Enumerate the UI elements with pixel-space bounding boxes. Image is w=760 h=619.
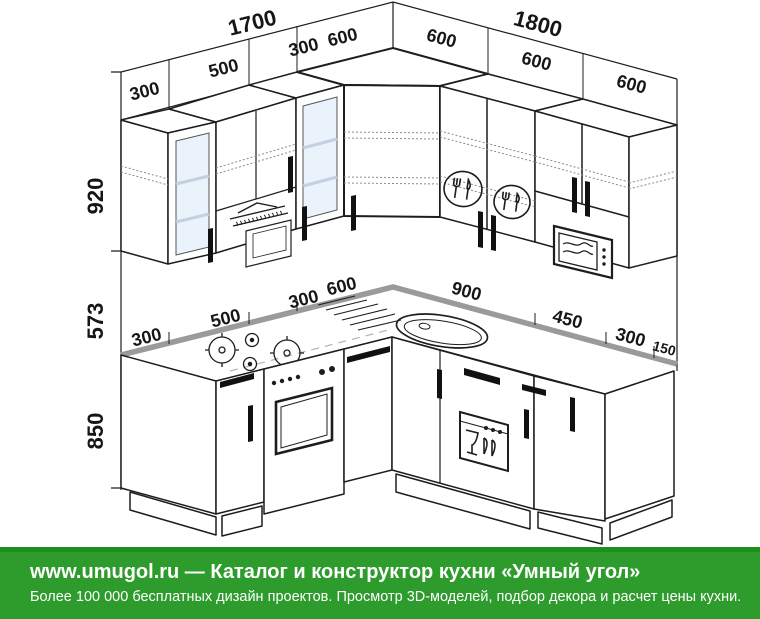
drainer-grooves bbox=[317, 295, 402, 331]
microwave-screen bbox=[558, 232, 598, 271]
door-handle bbox=[437, 369, 442, 399]
kitchen-axonometric-drawing: 1700 1800 300 500 300 600 600 600 600 92… bbox=[83, 1, 678, 545]
glass-shelf-lines-right bbox=[302, 137, 338, 188]
upper-right-cab2-splits bbox=[534, 124, 630, 218]
dishwasher bbox=[459, 368, 509, 473]
glass-panel-right bbox=[302, 96, 338, 220]
door-handle bbox=[572, 177, 577, 213]
sink bbox=[395, 313, 489, 349]
wine-glass-icon bbox=[465, 429, 479, 456]
fork-icon bbox=[452, 177, 462, 199]
height-ticks bbox=[111, 71, 121, 489]
oven-knobs bbox=[271, 366, 335, 386]
door-handle bbox=[208, 228, 213, 263]
dim-counter-right-4: 150 bbox=[651, 337, 678, 359]
plinth-450 bbox=[537, 511, 603, 545]
open-niche bbox=[245, 219, 292, 268]
sink-bowl bbox=[395, 313, 489, 349]
handles bbox=[208, 156, 590, 442]
drawer-strip bbox=[220, 373, 254, 388]
dim-height-gap: 573 bbox=[83, 303, 108, 340]
microwave-waves bbox=[562, 242, 594, 255]
cutlery-plate-icon bbox=[493, 184, 531, 220]
door-handle bbox=[478, 211, 483, 248]
dim-height-upper: 920 bbox=[83, 178, 108, 215]
sink-bowl-inner bbox=[403, 319, 482, 346]
door-handle bbox=[248, 405, 253, 442]
sink-drain bbox=[418, 322, 431, 330]
microwave-icon bbox=[552, 224, 614, 280]
dishwasher-dots bbox=[484, 426, 502, 434]
door-handle bbox=[288, 156, 293, 193]
dryer-canopy bbox=[237, 202, 278, 214]
countertop-surface bbox=[121, 287, 677, 394]
base-cab1-front bbox=[215, 368, 265, 515]
site-title: www.umugol.ru — Каталог и конструктор ку… bbox=[30, 561, 641, 583]
door-handle bbox=[524, 409, 529, 439]
door-handle bbox=[491, 215, 496, 251]
plinth-left-side bbox=[129, 491, 217, 536]
dishwasher-icon-panel bbox=[459, 410, 509, 473]
site-banner: www.umugol.ru — Каталог и конструктор ку… bbox=[0, 547, 760, 619]
upper-cabinets bbox=[120, 47, 678, 269]
base-bevel-end-front bbox=[604, 370, 675, 520]
glass-shelf-lines-left bbox=[175, 174, 210, 224]
plinth-cab1 bbox=[221, 505, 263, 537]
cutlery-plate-icon bbox=[443, 170, 483, 208]
upper-right-side-panel bbox=[628, 124, 678, 269]
open-niche-back bbox=[252, 225, 287, 259]
corner-cab-front bbox=[343, 84, 441, 218]
base-cab-450-front bbox=[533, 375, 606, 522]
dim-height-base: 850 bbox=[83, 413, 108, 450]
door-handle bbox=[585, 181, 590, 217]
plinth-corner-sink bbox=[395, 473, 531, 530]
oven-window bbox=[274, 386, 334, 456]
door-handle bbox=[302, 206, 307, 241]
upper-dimension-ticks bbox=[168, 26, 584, 109]
upper-cab2-door-lines bbox=[215, 111, 297, 212]
plates-icon bbox=[483, 437, 496, 457]
door-handle bbox=[351, 195, 356, 231]
oven-window-inner bbox=[280, 393, 328, 449]
dishwasher-control-strip bbox=[464, 368, 500, 385]
glass-doors bbox=[175, 96, 338, 256]
glass-panel-left bbox=[175, 132, 210, 256]
dish-dryer-rack bbox=[229, 202, 292, 268]
drawer-strip bbox=[522, 384, 546, 396]
site-subtitle: Более 100 000 бесплатных дизайн проектов… bbox=[30, 589, 742, 605]
dryer-ticks bbox=[235, 210, 282, 227]
oven bbox=[271, 366, 335, 456]
drawer-strip bbox=[347, 346, 390, 363]
plinth-bevel bbox=[609, 499, 673, 541]
base-left-side-panel bbox=[120, 354, 217, 515]
dryer-rails bbox=[229, 205, 289, 227]
door-handle bbox=[570, 397, 575, 432]
fork-icon bbox=[501, 191, 511, 211]
knife-icon bbox=[514, 191, 520, 212]
upper-left-side-panel bbox=[120, 119, 169, 265]
knife-icon bbox=[465, 177, 471, 200]
counter-dim-ticks bbox=[168, 299, 655, 358]
countertop-back-edge bbox=[120, 284, 678, 367]
